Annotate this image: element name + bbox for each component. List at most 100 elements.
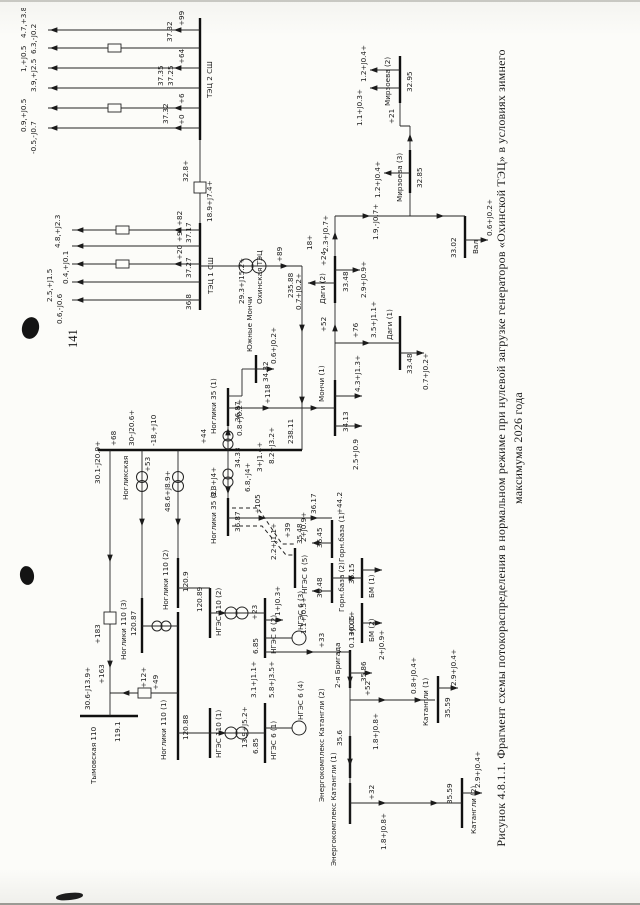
diagram-label: +20 xyxy=(175,244,184,260)
diagram-label: ТЭЦ 2 СШ xyxy=(205,61,214,99)
flow-arrow-icon xyxy=(362,340,371,346)
scan-edge-top xyxy=(0,0,640,2)
flow-arrow-icon xyxy=(414,697,423,703)
flow-arrow-icon xyxy=(311,588,320,594)
diagram-label: Горн.база (1) xyxy=(337,512,346,562)
switch-box-icon xyxy=(137,687,152,699)
diagram-label: 3.5+J1.1+ xyxy=(369,301,378,338)
diagram-label: 18.9+J7.4+ xyxy=(205,180,214,222)
transformer-winding-icon xyxy=(172,471,184,483)
diagram-label: 36.05 xyxy=(347,615,356,636)
diagram-label: +183 xyxy=(93,624,102,644)
flow-arrow-icon xyxy=(107,554,113,563)
diagram-label: 2.9+J0.4+ xyxy=(473,751,482,788)
diagram-label: 37.17 xyxy=(184,222,193,243)
flow-arrow-icon xyxy=(354,423,363,429)
diagram-label: +39 xyxy=(283,522,292,538)
diagram-label: 1.8+J0.8+ xyxy=(371,713,380,750)
diagram-label: 2.3+J0.7+ xyxy=(321,215,330,252)
diagram-label: +44.2 xyxy=(335,492,344,514)
diagram-label: +163 xyxy=(97,664,106,684)
transformer-winding-icon xyxy=(222,438,234,450)
transformer-winding-icon xyxy=(160,620,172,632)
diagram-label: +0 xyxy=(177,114,186,125)
diagram-label: 32.85 xyxy=(415,167,424,188)
diagram-label: 3+J1.4+ xyxy=(255,442,264,472)
flow-arrow-icon xyxy=(364,670,373,676)
diagram-label: 35.59 xyxy=(445,783,454,804)
flow-arrow-icon xyxy=(173,65,182,71)
diagram-label: 0.6+J0.2+ xyxy=(485,199,494,236)
diagram-label: Горн.база (2) xyxy=(337,562,346,612)
flow-arrow-icon xyxy=(49,27,58,33)
diagram-label: 13.9+J5.2+ xyxy=(240,706,249,748)
diagram-label: +82 xyxy=(175,211,184,226)
diagram-label: 5.8+J3.5+ xyxy=(267,661,276,698)
flow-arrow-icon xyxy=(416,350,425,356)
diagram-label: +68 xyxy=(109,430,118,446)
flow-arrow-icon xyxy=(299,396,305,405)
diagram-label: 34.32 xyxy=(261,361,270,382)
diagram-label: 36.8 xyxy=(184,294,193,310)
diagram-label: +118 xyxy=(263,384,272,404)
diagram-label: НГЭС 6 (2) xyxy=(269,615,278,654)
diagram-label: 120.89 xyxy=(195,586,204,612)
diagram-label: 29.3+J15.2+ xyxy=(237,258,246,304)
diagram-label: 3.9,+J2.5 xyxy=(29,59,38,92)
diagram-label: 37.32 xyxy=(165,21,174,42)
flow-arrow-icon xyxy=(310,405,319,411)
diagram-label: +52 xyxy=(363,681,372,696)
diagram-label: 3.1+J1.1+ xyxy=(249,661,258,698)
diagram-label: 0.4,+J0.1 xyxy=(61,251,70,284)
diagram-label: 2.5,+J1.5 xyxy=(45,269,54,302)
flow-arrow-icon xyxy=(173,105,182,111)
diagram-label: 36.15 xyxy=(347,563,356,584)
diagram-label: +32 xyxy=(367,785,376,800)
flow-arrow-icon xyxy=(121,690,130,696)
diagram-label: +76 xyxy=(351,322,360,338)
diagram-label: 1+J0.3+ xyxy=(273,586,282,616)
diagram-label: БМ (1) xyxy=(367,574,376,598)
diagram-label: 6.85 xyxy=(251,738,260,754)
diagram-label: 35.59 xyxy=(443,697,452,718)
flow-arrow-icon xyxy=(383,170,392,176)
flow-arrow-icon xyxy=(49,65,58,71)
transformer-winding-icon xyxy=(238,258,254,274)
flow-arrow-icon xyxy=(436,213,445,219)
diagram-label: Охинская ТЭЦ xyxy=(255,250,264,304)
diagram-label: +105 xyxy=(253,494,262,514)
diagram-label: Энергокомплекс Катангли (2) xyxy=(317,688,326,802)
flow-arrow-icon xyxy=(369,67,378,73)
diagram-label: 37.25 xyxy=(166,65,175,86)
flow-arrow-icon xyxy=(352,267,361,273)
flow-arrow-icon xyxy=(354,393,363,399)
flow-arrow-icon xyxy=(139,518,145,527)
flow-arrow-icon xyxy=(347,758,353,767)
diagram-label: 0.6,-J0.6 xyxy=(55,293,64,324)
flow-arrow-icon xyxy=(49,125,58,131)
diagram-label: Ноглики 35 (2) xyxy=(209,488,218,544)
flow-arrow-icon xyxy=(75,243,84,249)
diagram-label: НГЭС 110 (2) xyxy=(214,588,223,636)
diagram-label: 0.9,+J0.5 xyxy=(19,99,28,132)
diagram-label: Энергокомплекс Катангли (1) xyxy=(329,752,338,866)
diagram-label: +53 xyxy=(143,457,152,472)
diagram-label: 35.6 xyxy=(335,730,344,746)
diagram-label: Южные Мончи xyxy=(245,296,254,352)
diagram-label: 35.48 xyxy=(295,523,304,544)
diagram-label: 4.8,+J2.3 xyxy=(53,215,62,248)
flow-arrow-icon xyxy=(262,405,271,411)
transformer-winding-icon xyxy=(235,726,249,740)
diagram-label: Катангли (1) xyxy=(421,677,430,726)
diagram-label: БМ (2) xyxy=(367,618,376,642)
diagram-label: НГЭС 6 (4) xyxy=(296,681,305,720)
flow-arrow-icon xyxy=(258,515,267,521)
diagram-label: 36.87 xyxy=(233,511,242,532)
flow-arrow-icon xyxy=(480,237,489,243)
diagram-label: 4.7,+3.8 xyxy=(19,8,28,38)
flow-arrow-icon xyxy=(225,427,231,436)
diagram-label: +12+ xyxy=(139,667,148,688)
